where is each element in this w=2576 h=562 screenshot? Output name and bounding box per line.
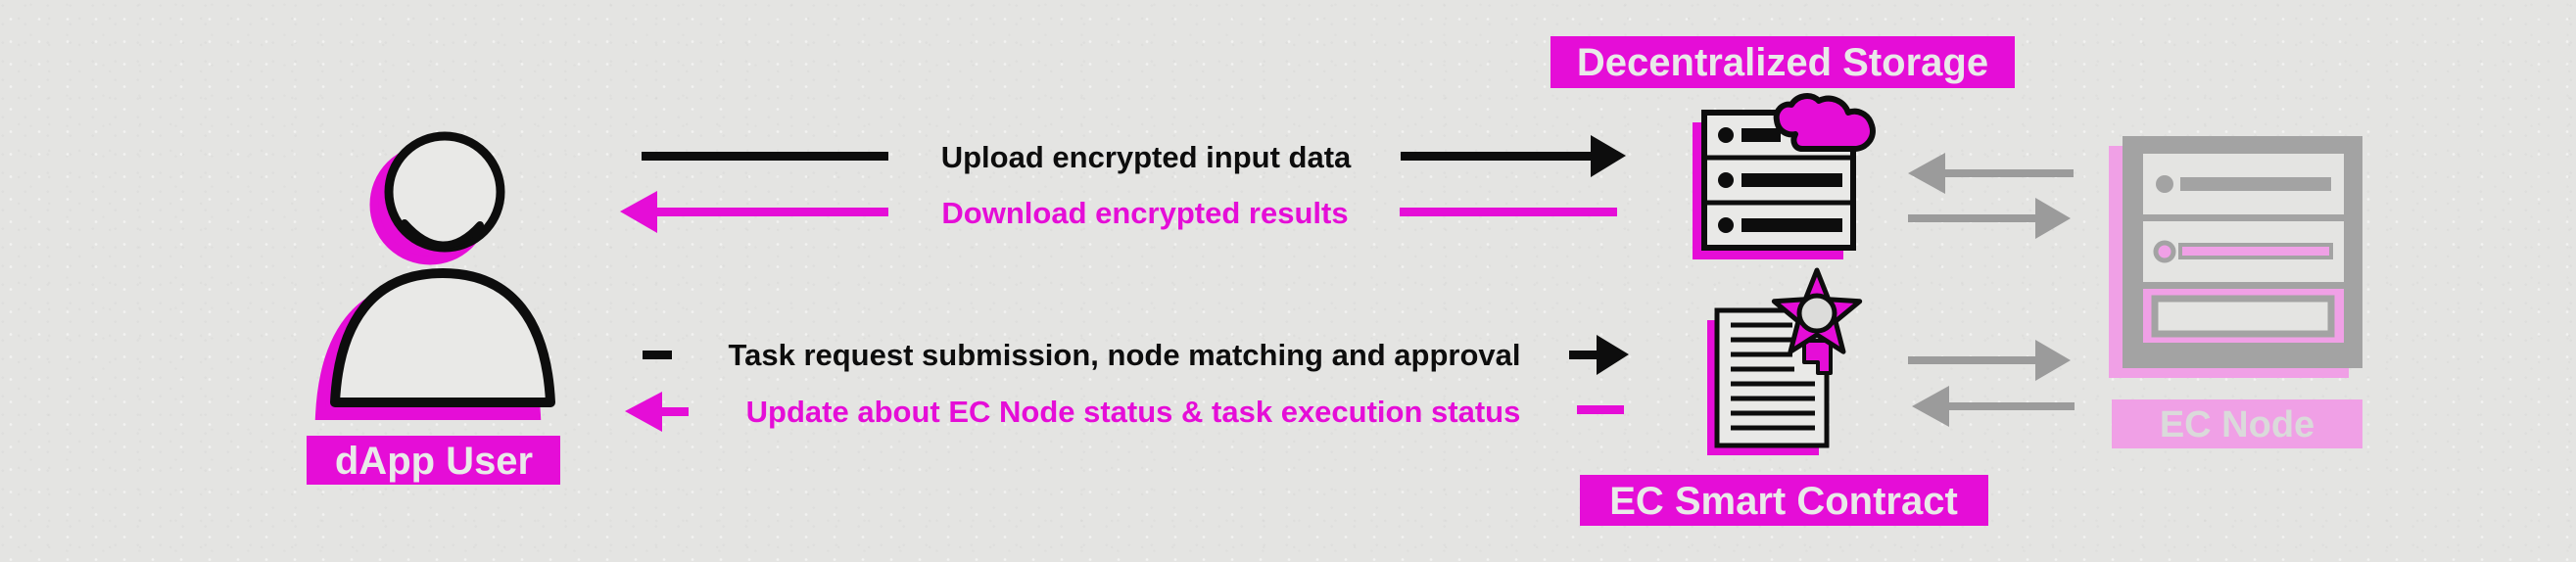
flow-upload-line-left: [642, 152, 888, 161]
contract-label: EC Smart Contract: [1609, 480, 1958, 523]
server-icon: [2123, 136, 2362, 368]
contract-label-box: [1580, 475, 1988, 526]
dapp-user-label-box: [307, 436, 560, 485]
ec-node: EC Node: [2109, 136, 2362, 448]
server-led: [1718, 127, 1734, 143]
person-smile: [401, 219, 484, 250]
flow-upload-label: Upload encrypted input data: [941, 140, 1352, 174]
ec-smart-contract-node: EC Smart Contract: [1580, 267, 1988, 526]
flow-status-label: Update about EC Node status & task execu…: [746, 395, 1521, 429]
decentralized-storage-node: Decentralized Storage: [1550, 36, 2015, 259]
ecnode-label: EC Node: [2160, 404, 2314, 445]
person-body: [330, 268, 555, 407]
flow-status-update: Update about EC Node status & task execu…: [625, 392, 1624, 432]
cloud-icon: [1773, 93, 1876, 152]
flow-task-request: Task request submission, node matching a…: [643, 335, 1629, 375]
arrow-left-icon: [620, 191, 657, 233]
person-icon: [330, 131, 555, 407]
server-bar: [1741, 128, 1781, 142]
exchange-line: [1908, 214, 2038, 222]
seal-circle: [1796, 293, 1837, 334]
ecnode-bar: [2180, 177, 2331, 191]
ecnode-bar: [2178, 243, 2333, 259]
flow-upload-line-right: [1401, 152, 1594, 161]
ecnode-led: [2156, 175, 2173, 193]
exchange-line: [1908, 356, 2038, 364]
server-led: [1718, 172, 1734, 188]
exchange-line: [1947, 402, 2075, 410]
ecnode-tray: [2151, 295, 2335, 338]
arrow-right-icon: [2035, 340, 2071, 381]
arrow-left-icon: [1908, 153, 1945, 194]
flow-task-line-right: [1569, 351, 1599, 359]
arrow-right-icon: [1591, 135, 1626, 177]
contract-ecnode-exchange-arrows: [1908, 340, 2075, 427]
dapp-user-label: dApp User: [335, 440, 533, 483]
flow-status-dash-left: [659, 407, 689, 416]
storage-ecnode-exchange-arrows: [1908, 153, 2074, 239]
server-led: [1718, 217, 1734, 233]
server-cloud-icon: [1701, 93, 1876, 251]
document-lines: [1731, 322, 1815, 431]
arrow-left-icon: [1912, 386, 1949, 427]
exchange-line: [1943, 169, 2074, 177]
ecnode-led: [2153, 240, 2176, 263]
document-seal-icon: [1714, 267, 1863, 448]
storage-label-box: [1550, 36, 2015, 88]
flow-status-dash-right: [1577, 405, 1624, 414]
person-head: [384, 131, 505, 253]
storage-label: Decentralized Storage: [1577, 41, 1988, 84]
server-bar: [1741, 218, 1842, 232]
flow-download-line-left: [654, 208, 888, 216]
flow-upload: Upload encrypted input data: [642, 135, 1626, 177]
arrow-left-icon: [625, 392, 662, 432]
flow-download-line-right: [1400, 208, 1617, 216]
flow-task-dash-left: [643, 351, 672, 359]
flow-task-label: Task request submission, node matching a…: [728, 338, 1520, 372]
arrow-right-icon: [1597, 335, 1629, 375]
arrow-right-icon: [2035, 198, 2071, 239]
server-bar: [1741, 173, 1842, 187]
dapp-user-node: dApp User: [307, 131, 560, 485]
flow-download: Download encrypted results: [620, 191, 1617, 233]
ecnode-label-box: [2112, 399, 2362, 448]
flow-download-label: Download encrypted results: [941, 196, 1348, 230]
